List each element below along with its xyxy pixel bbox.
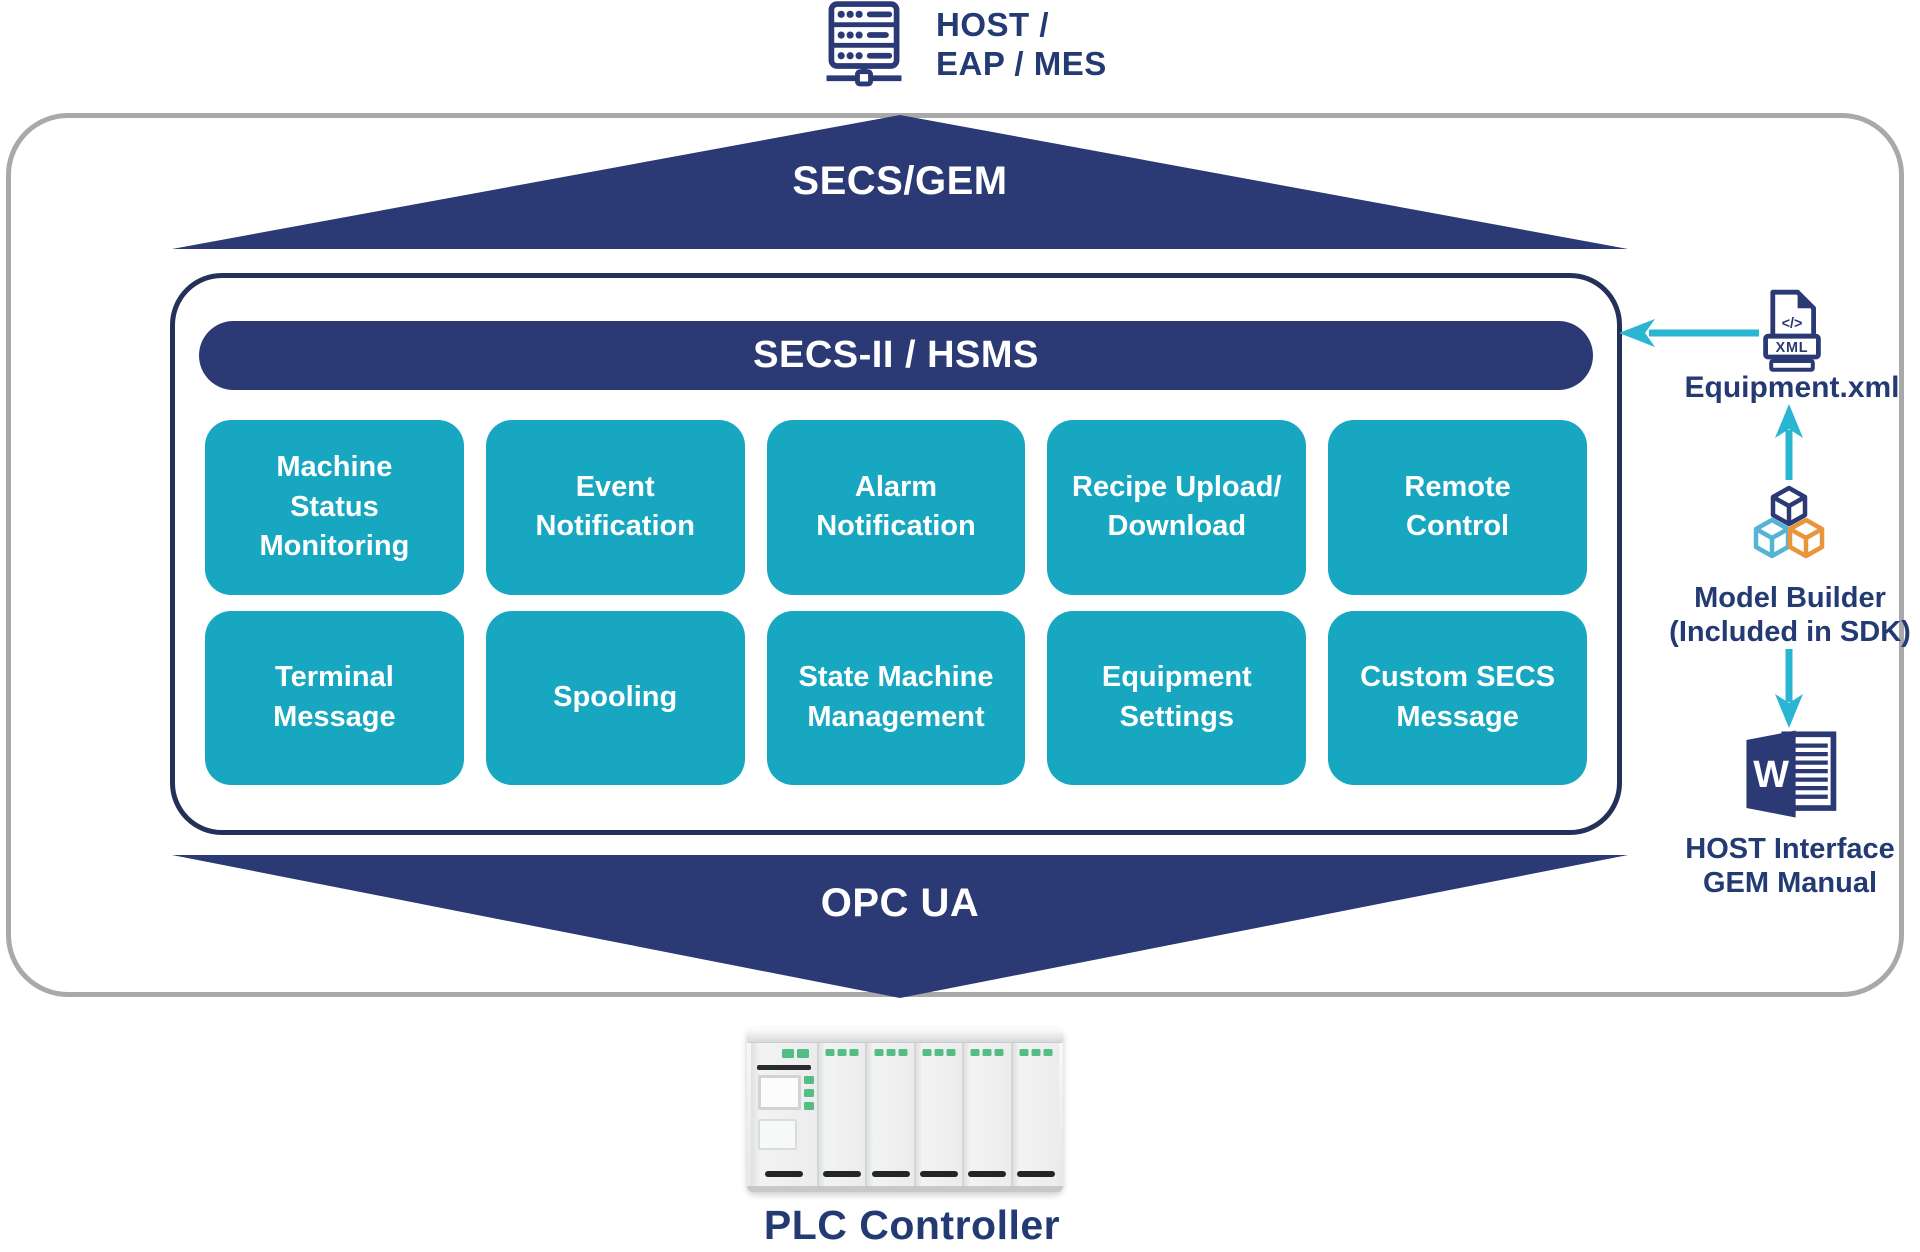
secs2-hsms-bar: SECS-II / HSMS [199,321,1593,390]
plc-io-module [817,1043,866,1186]
cubes-icon [1753,485,1825,559]
feature-alarm-notification: Alarm Notification [766,420,1026,595]
plc-modules [751,1043,1060,1186]
host-label: HOST / EAP / MES [936,6,1107,82]
plc-cpu-module [751,1043,817,1186]
feature-event-notification: Event Notification [485,420,745,595]
feature-equipment-settings: Equipment Settings [1047,610,1307,785]
feature-state-machine-management: State Machine Management [766,610,1026,785]
xml-file-icon: </> XML [1763,289,1821,372]
arrow-up-icon [1775,404,1803,480]
model-builder-label: Model Builder (Included in SDK) [1669,582,1911,648]
plc-bottom-rail [747,1186,1063,1192]
arrow-left-icon [1619,319,1759,347]
plc-io-module [962,1043,1011,1186]
code-glyph: </> [1782,316,1803,332]
gem-boundary-box [6,113,1904,997]
arrow-down-icon [1775,649,1803,728]
feature-spooling: Spooling [485,610,745,785]
feature-grid: Machine Status Monitoring Event Notifica… [205,420,1587,785]
feature-terminal-message: Terminal Message [205,610,464,785]
feature-machine-status-monitoring: Machine Status Monitoring [205,420,464,595]
word-letter: W [1753,754,1789,796]
gem-stack-panel: SECS-II / HSMS Machine Status Monitoring… [170,273,1622,835]
plc-io-module [865,1043,914,1186]
secs-gem-label: SECS/GEM [792,159,1008,203]
gem-manual-label: HOST Interface GEM Manual [1685,833,1895,899]
plc-controller-label: PLC Controller [763,1202,1061,1248]
plc-controller-image [747,1028,1063,1192]
plc-io-module [1010,1043,1060,1186]
equipment-xml-label: Equipment.xml [1684,371,1900,404]
plc-top-cap [747,1028,1063,1043]
server-network-icon [826,1,902,87]
host-block: HOST / EAP / MES [822,0,1107,88]
word-document-icon: W [1746,730,1837,818]
opc-ua-label: OPC UA [820,881,980,925]
feature-recipe-upload-download: Recipe Upload/ Download [1047,420,1307,595]
xml-badge: XML [1776,340,1809,356]
feature-custom-secs-message: Custom SECS Message [1328,610,1587,785]
feature-remote-control: Remote Control [1328,420,1587,595]
plc-io-module [913,1043,963,1186]
